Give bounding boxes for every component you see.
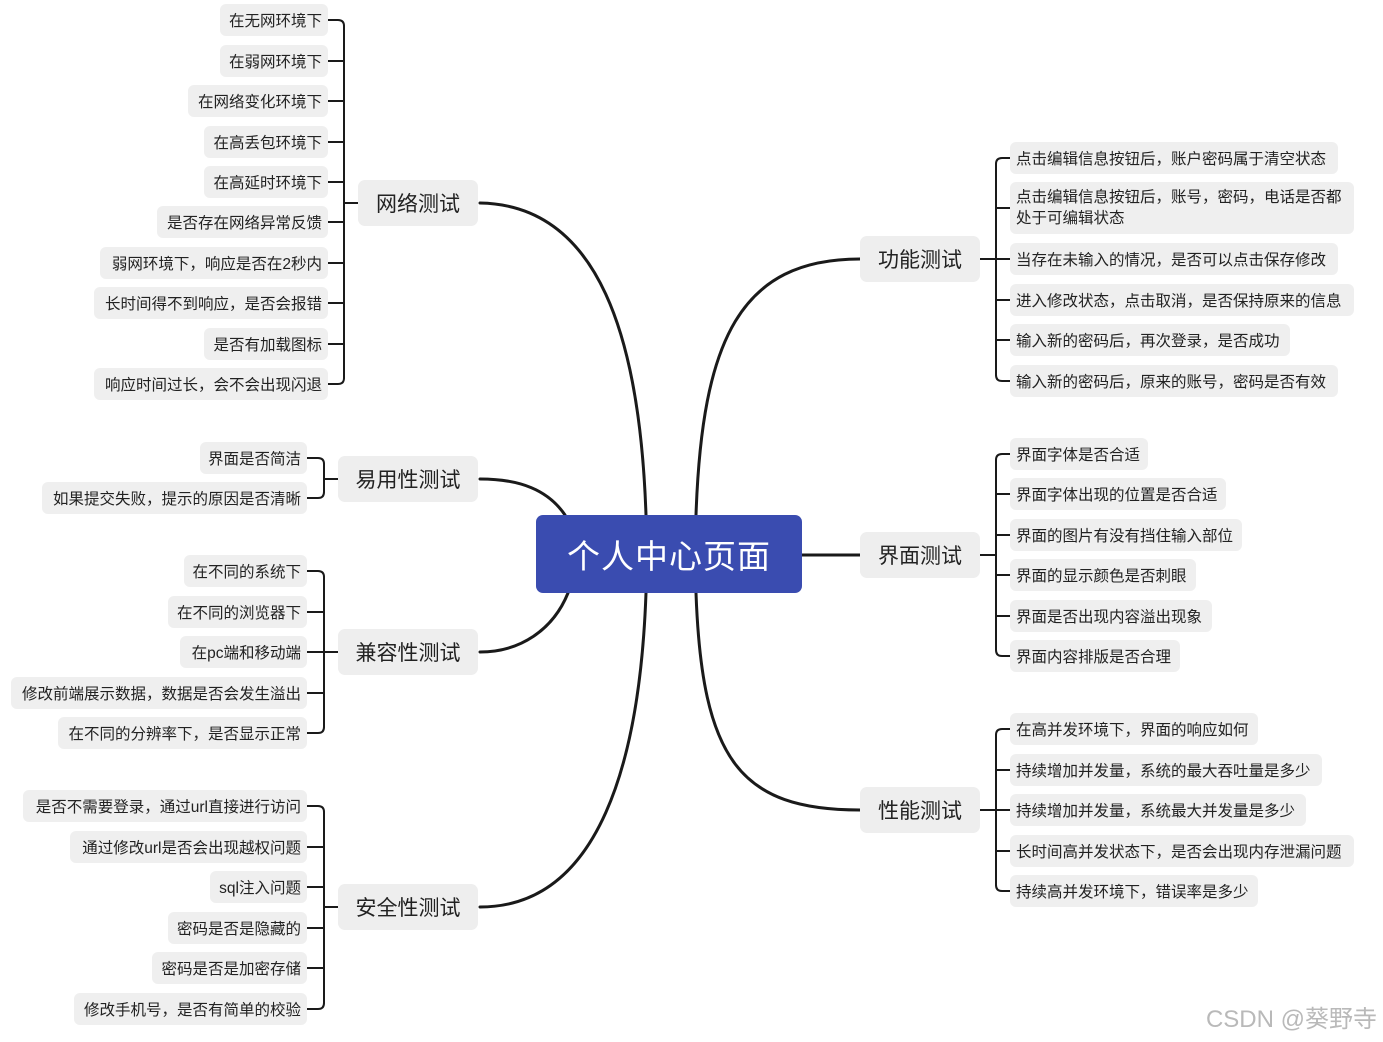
- leaf-ui-item[interactable]: 界面是否出现内容溢出现象: [1010, 600, 1212, 632]
- leaf-function-item[interactable]: 当存在未输入的情况，是否可以点击保存修改: [1010, 243, 1338, 275]
- leaf-network-item[interactable]: 在高延时环境下: [204, 166, 328, 198]
- bracket-network: [327, 377, 345, 385]
- leaf-network-item[interactable]: 在无网环境下: [220, 4, 328, 36]
- bracket-compat: [306, 726, 325, 734]
- bracket-perf: [995, 884, 1011, 892]
- bracket-security: [306, 1002, 325, 1010]
- leaf-security-item[interactable]: 通过修改url是否会出现越权问题: [70, 831, 307, 863]
- leaf-ui-item[interactable]: 界面内容排版是否合理: [1010, 640, 1180, 672]
- leaf-network-item[interactable]: 在弱网环境下: [220, 45, 328, 77]
- leaf-usability-item[interactable]: 界面是否简洁: [200, 442, 307, 474]
- bracket-usability: [306, 491, 325, 499]
- branch-ui-test[interactable]: 界面测试: [860, 532, 980, 578]
- branch-performance-test[interactable]: 性能测试: [860, 787, 980, 833]
- leaf-perf-item[interactable]: 持续增加并发量，系统的最大吞吐量是多少: [1010, 754, 1322, 786]
- bracket-compat: [306, 570, 325, 578]
- main-connector: [694, 257, 862, 517]
- bracket-network: [327, 19, 345, 27]
- leaf-function-item[interactable]: 点击编辑信息按钮后，账号，密码，电话是否都处于可编辑状态: [1010, 182, 1354, 234]
- leaf-network-item[interactable]: 在网络变化环境下: [188, 85, 328, 117]
- leaf-function-item[interactable]: 输入新的密码后，原来的账号，密码是否有效: [1010, 365, 1338, 397]
- bracket-function: [995, 157, 1011, 165]
- leaf-compat-item[interactable]: 修改前端展示数据，数据是否会发生溢出: [11, 677, 307, 709]
- leaf-network-item[interactable]: 长时间得不到响应，是否会报错: [94, 287, 328, 319]
- bracket-security: [306, 805, 325, 813]
- leaf-perf-item[interactable]: 长时间高并发状态下，是否会出现内存泄漏问题: [1010, 835, 1354, 867]
- leaf-compat-item[interactable]: 在不同的浏览器下: [168, 596, 307, 628]
- main-connector: [478, 591, 570, 654]
- bracket-ui: [995, 453, 1011, 461]
- leaf-ui-item[interactable]: 界面字体是否合适: [1010, 438, 1148, 470]
- leaf-ui-item[interactable]: 界面的图片有没有挡住输入部位: [1010, 519, 1242, 551]
- leaf-security-item[interactable]: 是否不需要登录，通过url直接进行访问: [23, 790, 307, 822]
- main-connector: [694, 591, 862, 812]
- leaf-function-item[interactable]: 进入修改状态，点击取消，是否保持原来的信息: [1010, 284, 1354, 316]
- root-topic[interactable]: 个人中心页面: [536, 515, 802, 593]
- branch-usability-test[interactable]: 易用性测试: [338, 456, 478, 502]
- main-connector: [478, 591, 648, 909]
- leaf-network-item[interactable]: 在高丢包环境下: [204, 126, 328, 158]
- branch-network-test[interactable]: 网络测试: [358, 180, 478, 226]
- leaf-usability-item[interactable]: 如果提交失败，提示的原因是否清晰: [42, 482, 307, 514]
- main-connector: [478, 201, 648, 517]
- leaf-ui-item[interactable]: 界面的显示颜色是否刺眼: [1010, 559, 1196, 591]
- branch-function-test[interactable]: 功能测试: [860, 236, 980, 282]
- leaf-security-item[interactable]: 修改手机号，是否有简单的校验: [74, 993, 307, 1025]
- leaf-compat-item[interactable]: 在pc端和移动端: [180, 636, 307, 668]
- leaf-perf-item[interactable]: 持续增加并发量，系统最大并发量是多少: [1010, 794, 1306, 826]
- leaf-network-item[interactable]: 是否存在网络异常反馈: [157, 206, 328, 238]
- leaf-network-item[interactable]: 响应时间过长，会不会出现闪退: [94, 368, 328, 400]
- bracket-function: [995, 374, 1011, 382]
- branch-compatibility-test[interactable]: 兼容性测试: [338, 629, 478, 675]
- leaf-security-item[interactable]: 密码是否是隐藏的: [168, 912, 307, 944]
- bracket-ui: [995, 649, 1011, 657]
- leaf-compat-item[interactable]: 在不同的分辨率下，是否显示正常: [58, 717, 307, 749]
- leaf-network-item[interactable]: 是否有加载图标: [204, 328, 328, 360]
- leaf-function-item[interactable]: 点击编辑信息按钮后，账户密码属于清空状态: [1010, 142, 1338, 174]
- leaf-security-item[interactable]: sql注入问题: [210, 871, 307, 903]
- leaf-perf-item[interactable]: 持续高并发环境下，错误率是多少: [1010, 875, 1258, 907]
- leaf-perf-item[interactable]: 在高并发环境下，界面的响应如何: [1010, 713, 1258, 745]
- bracket-usability: [306, 457, 325, 465]
- leaf-network-item[interactable]: 弱网环境下，响应是否在2秒内: [100, 247, 328, 279]
- leaf-security-item[interactable]: 密码是否是加密存储: [152, 952, 307, 984]
- bracket-perf: [995, 728, 1011, 736]
- leaf-compat-item[interactable]: 在不同的系统下: [184, 555, 307, 587]
- leaf-ui-item[interactable]: 界面字体出现的位置是否合适: [1010, 478, 1226, 510]
- branch-security-test[interactable]: 安全性测试: [338, 884, 478, 930]
- watermark: CSDN @葵野寺: [1205, 1006, 1377, 1033]
- leaf-function-item[interactable]: 输入新的密码后，再次登录，是否成功: [1010, 324, 1290, 356]
- main-connector: [478, 477, 567, 517]
